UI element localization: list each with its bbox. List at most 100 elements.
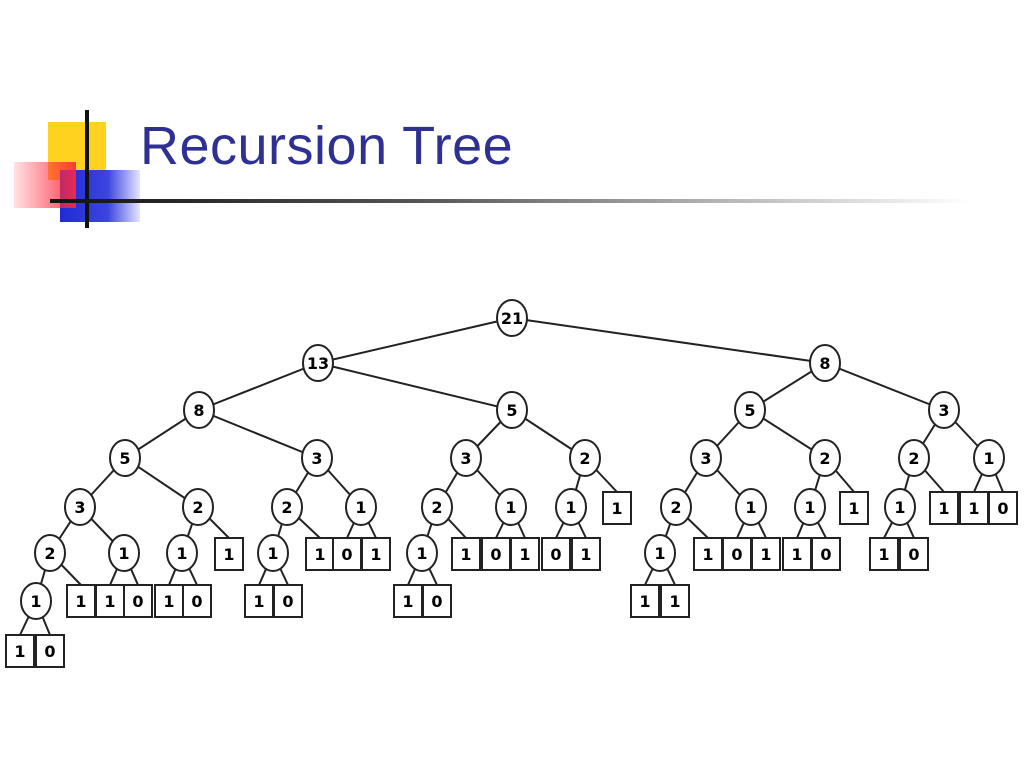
- tree-node: 1: [884, 488, 916, 526]
- node-label: 5: [119, 449, 130, 468]
- leaf-label: 1: [760, 545, 771, 564]
- leaf-label: 1: [370, 545, 381, 564]
- tree-edge: [198, 362, 319, 411]
- tree-node: 2: [421, 488, 453, 526]
- leaf-label: 0: [731, 545, 742, 564]
- tree-node: 13: [302, 344, 334, 382]
- node-circle: [496, 391, 528, 429]
- leaf-box: 1: [660, 584, 690, 618]
- node-label: 1: [416, 544, 427, 563]
- leaf-box-frame: [451, 537, 481, 571]
- node-circle: [884, 488, 916, 526]
- node-label: 2: [44, 544, 55, 563]
- node-circle: [108, 534, 140, 572]
- leaf-label: 1: [163, 592, 174, 611]
- tree-node: 3: [450, 439, 482, 477]
- leaf-label: 1: [104, 592, 115, 611]
- leaf-box: 1: [929, 491, 959, 525]
- leaf-label: 0: [282, 592, 293, 611]
- node-circle: [898, 439, 930, 477]
- node-label: 2: [281, 498, 292, 517]
- leaf-label: 1: [460, 545, 471, 564]
- leaf-box: 0: [811, 537, 841, 571]
- leaf-label: 0: [132, 592, 143, 611]
- node-label: 1: [894, 498, 905, 517]
- leaf-label: 1: [402, 592, 413, 611]
- node-circle: [495, 488, 527, 526]
- leaf-box: 1: [451, 537, 481, 571]
- node-circle: [301, 439, 333, 477]
- node-circle: [496, 299, 528, 337]
- leaf-box: 1: [154, 584, 184, 618]
- node-circle: [257, 534, 289, 572]
- leaf-label: 1: [878, 545, 889, 564]
- leaf-box-frame: [988, 491, 1018, 525]
- node-label: 3: [74, 498, 85, 517]
- node-label: 2: [579, 449, 590, 468]
- node-circle: [109, 439, 141, 477]
- leaf-box-frame: [123, 584, 153, 618]
- tree-node: 5: [109, 439, 141, 477]
- leaf-box-frame: [361, 537, 391, 571]
- leaf-label: 0: [490, 545, 501, 564]
- leaf-label: 0: [820, 545, 831, 564]
- node-label: 1: [118, 544, 129, 563]
- tree-node: 2: [34, 534, 66, 572]
- node-circle: [928, 391, 960, 429]
- leaf-label: 0: [550, 545, 561, 564]
- node-circle: [569, 439, 601, 477]
- leaf-box: 1: [693, 537, 723, 571]
- node-circle: [302, 344, 334, 382]
- tree-node: 1: [644, 534, 676, 572]
- leaf-box: 1: [305, 537, 335, 571]
- node-label: 3: [311, 449, 322, 468]
- node-circle: [690, 439, 722, 477]
- node-label: 1: [355, 498, 366, 517]
- leaf-label: 0: [191, 592, 202, 611]
- tree-node: 2: [182, 488, 214, 526]
- node-label: 2: [819, 449, 830, 468]
- node-label: 2: [192, 498, 203, 517]
- tree-node: 2: [660, 488, 692, 526]
- leaf-box-frame: [422, 584, 452, 618]
- node-label: 2: [908, 449, 919, 468]
- tree-node: 2: [271, 488, 303, 526]
- tree-node: 3: [64, 488, 96, 526]
- node-circle: [34, 534, 66, 572]
- leaf-label: 1: [611, 499, 622, 518]
- vertical-rule: [85, 110, 89, 228]
- leaf-box-frame: [571, 537, 601, 571]
- leaf-box-frame: [182, 584, 212, 618]
- node-circle: [644, 534, 676, 572]
- leaf-box: 0: [35, 634, 65, 668]
- leaf-label: 1: [223, 545, 234, 564]
- leaf-box-frame: [751, 537, 781, 571]
- leaf-box: 1: [959, 491, 989, 525]
- node-label: 3: [938, 401, 949, 420]
- leaf-box-frame: [869, 537, 899, 571]
- node-label: 3: [700, 449, 711, 468]
- leaf-box: 1: [510, 537, 540, 571]
- leaf-box-frame: [35, 634, 65, 668]
- node-label: 21: [501, 309, 523, 328]
- tree-node: 1: [20, 582, 52, 620]
- node-label: 1: [267, 544, 278, 563]
- node-label: 8: [193, 401, 204, 420]
- leaf-box: 0: [273, 584, 303, 618]
- tree-node: 3: [690, 439, 722, 477]
- leaf-box-frame: [541, 537, 571, 571]
- leaf-box: 1: [361, 537, 391, 571]
- leaf-box: 0: [481, 537, 511, 571]
- node-circle: [450, 439, 482, 477]
- node-circle: [20, 582, 52, 620]
- tree-node: 3: [928, 391, 960, 429]
- tree-node: 1: [973, 439, 1005, 477]
- leaf-box-frame: [839, 491, 869, 525]
- leaf-box: 1: [782, 537, 812, 571]
- tree-node: 21: [496, 299, 528, 337]
- leaf-box-frame: [811, 537, 841, 571]
- node-label: 1: [565, 498, 576, 517]
- node-circle: [64, 488, 96, 526]
